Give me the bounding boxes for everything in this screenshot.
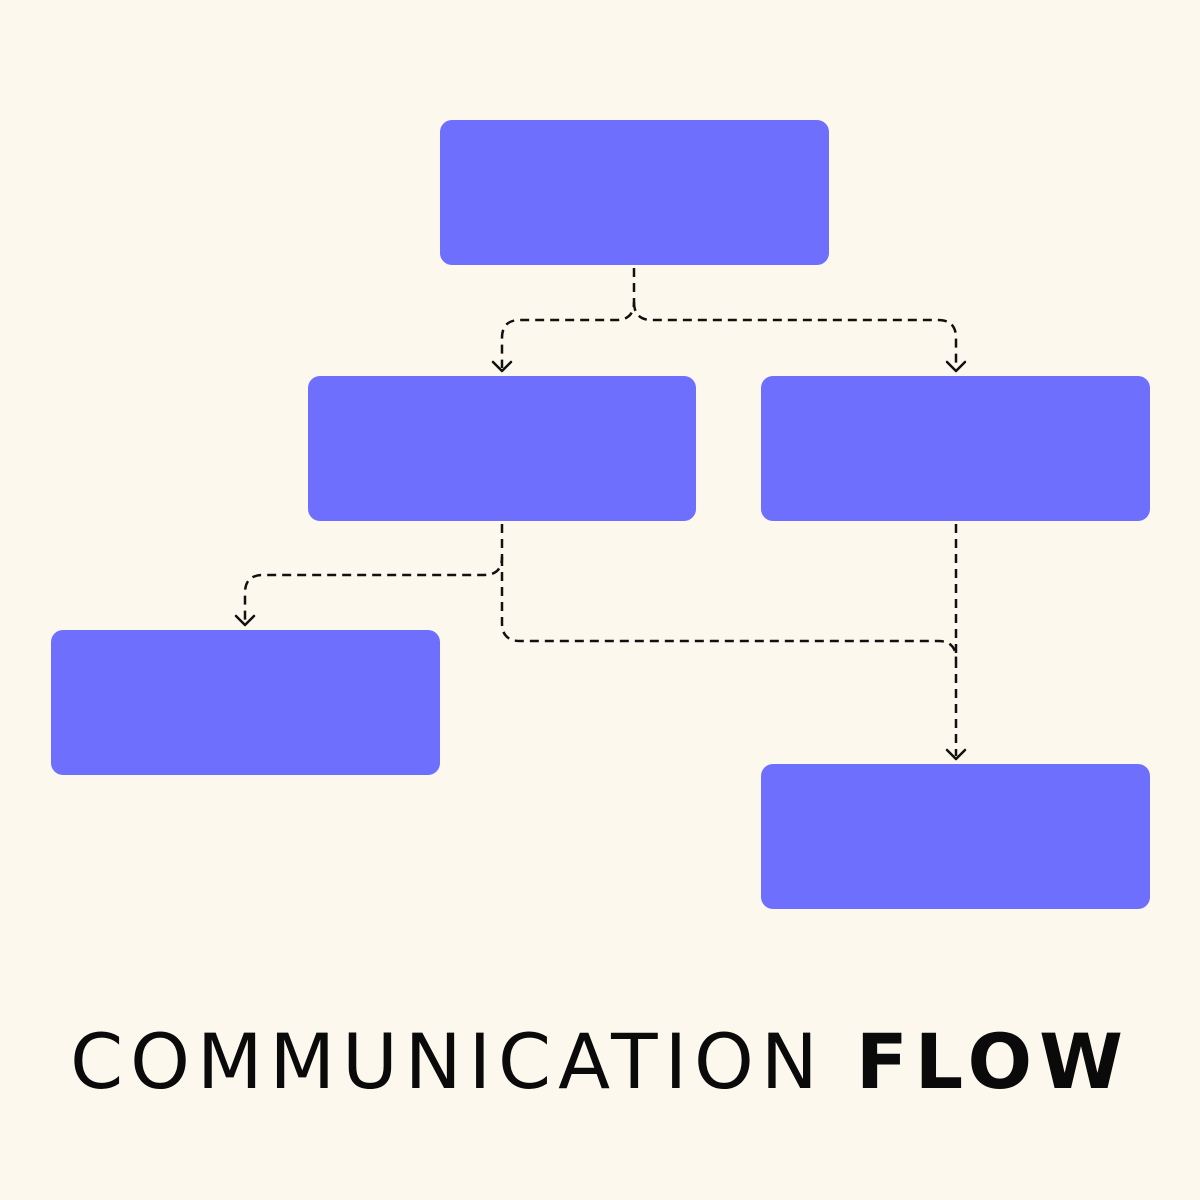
arrowhead-bottom-right: [945, 748, 967, 761]
diagram-title: COMMUNICATION FLOW: [0, 1022, 1200, 1102]
flow-node-bottom-right: [761, 764, 1150, 909]
title-light-word: COMMUNICATION: [70, 1017, 825, 1106]
arrowhead-mid-left: [491, 360, 513, 373]
title-bold-word: FLOW: [855, 1017, 1130, 1106]
flow-node-mid-left: [308, 376, 696, 521]
flow-node-bottom-left: [51, 630, 440, 775]
connector-top-to-mid-left: [500, 268, 636, 368]
arrowhead-mid-right: [945, 360, 967, 373]
connector-mid-left-to-bottom-right: [500, 557, 958, 660]
arrowhead-bottom-left: [234, 614, 256, 627]
connector-top-to-mid-right: [632, 301, 958, 368]
connector-mid-left-to-bottom-left: [243, 524, 504, 622]
flow-node-top: [440, 120, 829, 265]
flow-node-mid-right: [761, 376, 1150, 521]
